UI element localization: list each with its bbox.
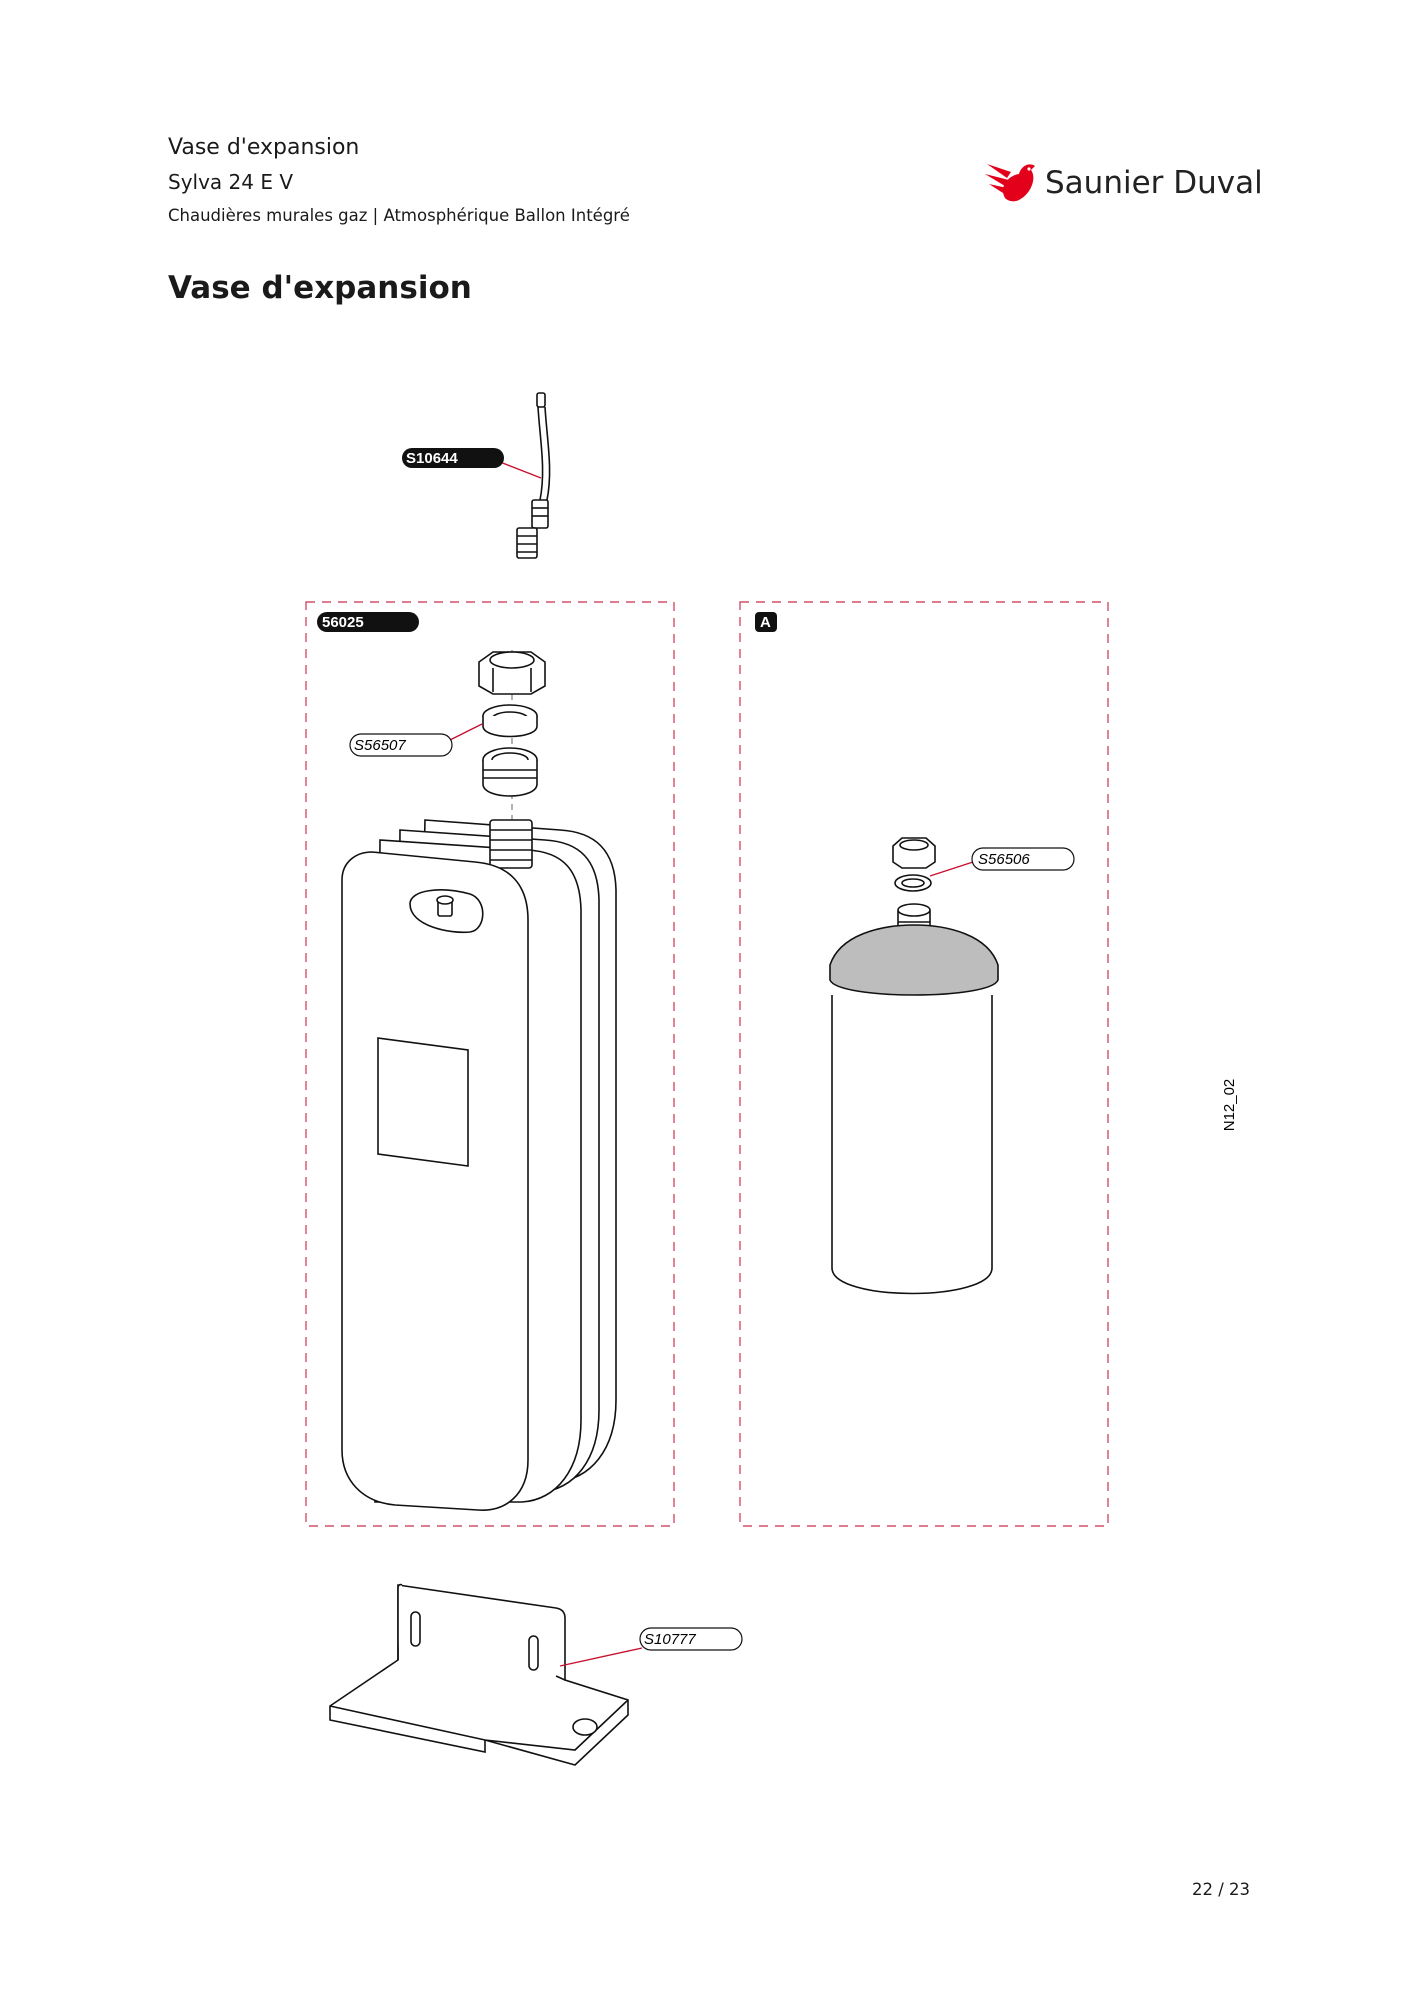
page-title: Vase d'expansion — [168, 270, 472, 306]
brand-name: Saunier Duval — [1045, 165, 1263, 201]
label-s10777: S10777 — [639, 1627, 743, 1651]
part-number-vessel-seal: S56507 — [354, 737, 406, 754]
label-s10644: S10644 — [402, 448, 504, 468]
page-number: 22 / 23 — [1191, 1880, 1250, 1899]
doc-header-category: Chaudières murales gaz | Atmosphérique B… — [168, 206, 630, 225]
brand-logo: Saunier Duval — [985, 158, 1275, 208]
doc-header-model: Sylva 24 E V — [168, 170, 294, 194]
bird-logo-icon — [985, 164, 1035, 202]
label-variant-a: A — [755, 612, 777, 632]
vessel-fittings-drawing — [478, 650, 546, 820]
part-number-variant-seal: S56506 — [978, 851, 1030, 868]
label-s56507: S56507 — [349, 733, 453, 757]
part-number-hose: S10644 — [406, 450, 458, 467]
variant-letter: A — [760, 614, 771, 631]
label-s56506: S56506 — [971, 847, 1075, 871]
expansion-vessel-drawing — [341, 819, 617, 1511]
label-56025: 56025 — [317, 612, 419, 632]
drawing-code: N12_02 — [1221, 1079, 1238, 1132]
kit-frame-56025 — [305, 601, 675, 1527]
part-number-bracket: S10777 — [644, 1631, 696, 1648]
mounting-bracket-drawing — [329, 1583, 629, 1766]
variant-vessel-drawing — [829, 837, 999, 1295]
part-number-vessel-kit: 56025 — [322, 614, 364, 631]
hose-drawing — [499, 392, 551, 559]
doc-header-section: Vase d'expansion — [168, 135, 360, 160]
variant-frame-a — [739, 601, 1109, 1527]
